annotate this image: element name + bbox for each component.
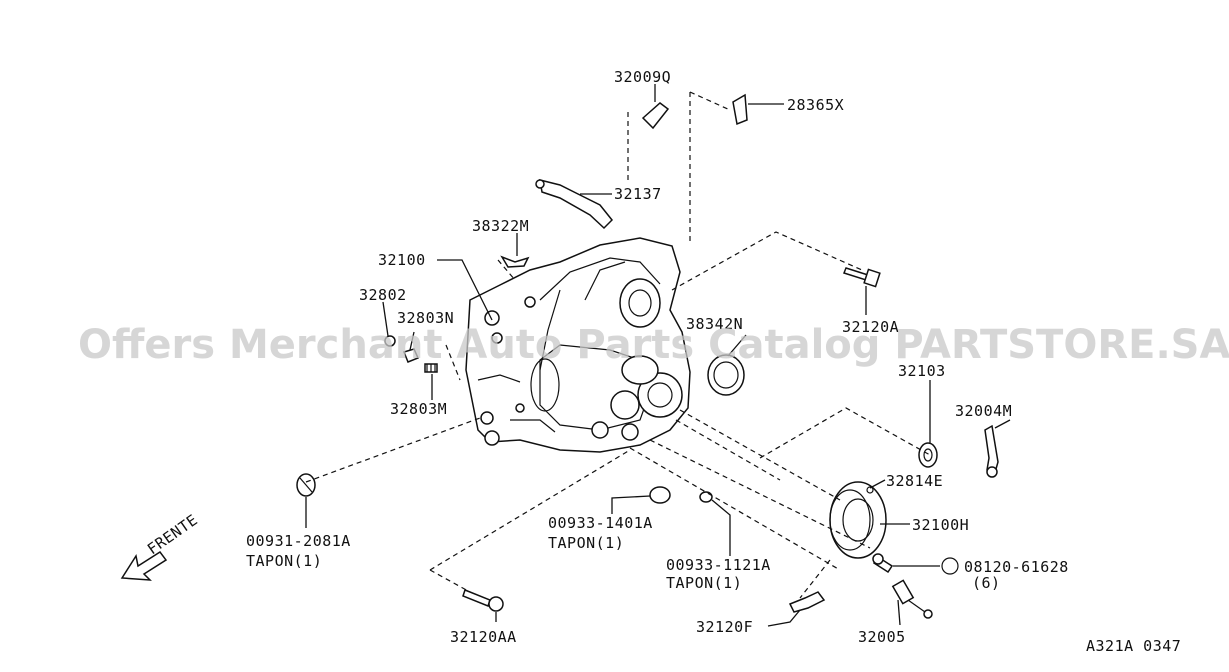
dashed-lines	[305, 91, 931, 599]
label-38342N: 38342N	[686, 315, 743, 333]
part-32802-icon	[384, 335, 396, 347]
part-32005-icon	[891, 579, 933, 619]
label-32803M: 32803M	[390, 400, 447, 418]
label-32120A: 32120A	[842, 318, 899, 336]
label-32103: 32103	[898, 362, 946, 380]
part-32120AA-icon	[462, 589, 504, 612]
label-32803N: 32803N	[397, 309, 454, 327]
part-32137-icon	[535, 178, 614, 230]
label-32004M: 32004M	[955, 402, 1012, 420]
label-32137: 32137	[614, 185, 662, 203]
part-labels: 32009Q 28365X 32137 38322M 32100 32802 3…	[246, 68, 1069, 646]
watermark: Offers Merchant Auto Parts Catalog PARTS…	[78, 322, 1229, 368]
label-32814E: 32814E	[886, 472, 943, 490]
front-direction-arrow: FRENTE	[120, 511, 201, 581]
label-32120F: 32120F	[696, 618, 753, 636]
part-32120F-icon	[788, 591, 826, 613]
part-32103-icon	[918, 442, 938, 468]
label-08120-61628: 08120-61628	[964, 558, 1069, 576]
part-32120A-icon	[843, 267, 881, 288]
label-00933-1401A-desc: TAPON(1)	[548, 534, 624, 552]
transmission-case	[465, 237, 691, 453]
part-28365X-icon	[732, 93, 748, 126]
part-32009Q-icon	[641, 102, 670, 130]
label-00933-1401A: 00933-1401A	[548, 514, 653, 532]
label-00933-1121A-desc: TAPON(1)	[666, 574, 742, 592]
part-00931-2081A-icon	[296, 473, 316, 497]
label-00931-2081A: 00931-2081A	[246, 532, 351, 550]
part-00933-1121A-icon	[699, 491, 713, 503]
label-32009Q: 32009Q	[614, 68, 671, 86]
leader-lines	[305, 84, 1011, 627]
direction-label: FRENTE	[144, 511, 201, 559]
label-32100: 32100	[378, 251, 426, 269]
label-08120-61628-qty: (6)	[972, 574, 1001, 592]
label-00933-1121A: 00933-1121A	[666, 556, 771, 574]
part-32814E-icon	[866, 486, 874, 494]
label-32120AA: 32120AA	[450, 628, 517, 646]
part-08120-61628-icon	[872, 553, 894, 574]
part-38322M-icon	[500, 255, 530, 268]
part-38342N-icon	[707, 354, 745, 396]
bolt-symbol-circle	[941, 557, 959, 575]
label-32005: 32005	[858, 628, 906, 646]
label-32802: 32802	[359, 286, 407, 304]
label-00931-2081A-desc: TAPON(1)	[246, 552, 322, 570]
diagram-code: A321A 0347	[1086, 637, 1181, 655]
part-32803M-icon	[424, 363, 438, 373]
part-00933-1401A-icon	[649, 486, 671, 504]
label-32100H: 32100H	[912, 516, 969, 534]
part-32004M-icon	[984, 424, 999, 478]
label-28365X: 28365X	[787, 96, 844, 114]
label-38322M: 38322M	[472, 217, 529, 235]
part-32100H-icon	[829, 481, 887, 559]
part-32803N-icon	[402, 348, 420, 363]
